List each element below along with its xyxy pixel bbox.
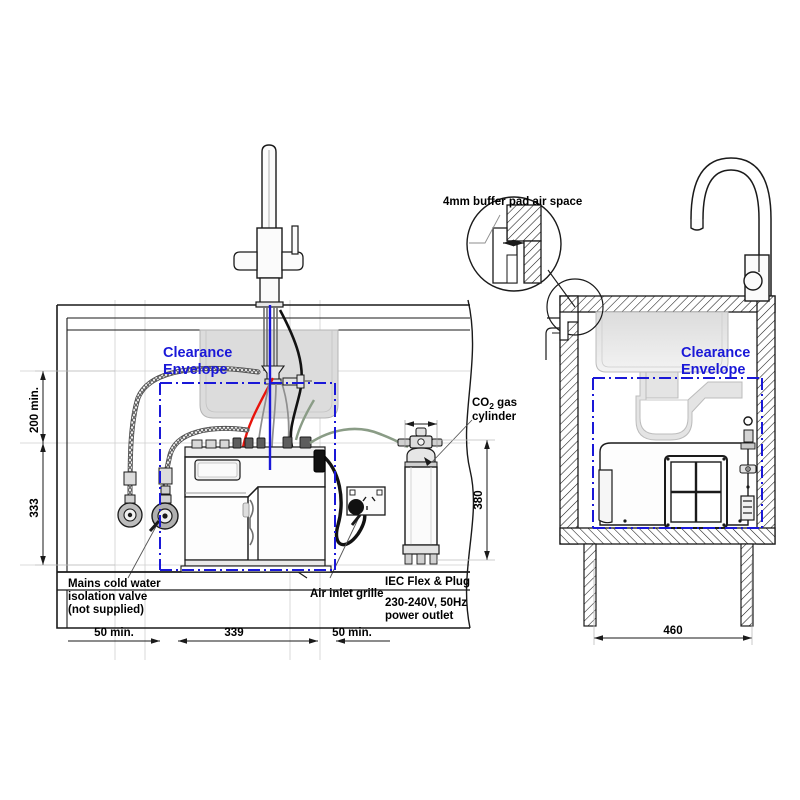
co2-hose <box>309 427 409 449</box>
power-outlet-label-line1: 230-240V, 50Hz <box>385 597 467 609</box>
plinth-left <box>583 543 597 627</box>
dim-label-200min: 200 min. <box>29 387 41 433</box>
co2-cylinder-label: CO2 gas cylinder <box>472 397 517 423</box>
iec-plug <box>313 449 326 473</box>
buffer-pad-label: 4mm buffer pad air space <box>443 196 582 208</box>
benchtop-slab <box>559 295 776 313</box>
svg-text:CO2 gas: CO2 gas <box>472 397 517 411</box>
bench-rebate-notch <box>559 311 579 341</box>
co2-label-tail: gas <box>494 397 517 409</box>
tap-side-view <box>690 157 772 302</box>
mains-valve-label-line2: isolation valve <box>68 591 147 603</box>
leader-arrow-iec <box>350 514 362 526</box>
isolation-valve-cold[interactable] <box>151 494 179 530</box>
dim-cylinder-380 <box>437 439 495 561</box>
iec-flex-plug-label: IEC Flex & Plug <box>385 576 470 588</box>
dim-vertical-200 <box>35 370 115 443</box>
door-handle <box>249 499 254 546</box>
clearance-envelope-label-side-line1: Clearance <box>681 345 750 361</box>
clearance-envelope-front <box>159 382 336 571</box>
co2-label-subscript: 2 <box>489 401 494 411</box>
appliance-side <box>598 416 757 529</box>
appliance-unit <box>184 436 326 572</box>
black-hose-tap <box>278 309 304 448</box>
air-inlet-grille-label: Air inlet grille <box>310 588 384 600</box>
top-fittings <box>232 436 312 449</box>
dim-vertical-333 <box>35 443 115 566</box>
leader-co2 <box>431 419 473 463</box>
top-ports <box>191 439 230 449</box>
break-line <box>465 299 475 629</box>
dim-side-460 <box>593 560 753 645</box>
inline-valve-tee <box>282 374 312 389</box>
dim-label-50min-right: 50 min. <box>332 627 372 639</box>
hose-coupling <box>123 467 173 495</box>
dim-label-460: 460 <box>663 625 682 637</box>
dim-label-333: 333 <box>29 498 41 517</box>
dim-label-50min-left: 50 min. <box>94 627 134 639</box>
cabinet-base <box>559 527 776 545</box>
clearance-envelope-label-front-line1: Clearance <box>163 345 232 361</box>
co2-label-main: CO <box>472 397 489 409</box>
co2-cylinder <box>397 419 473 565</box>
power-outlet-label-line2: power outlet <box>385 610 454 622</box>
mains-valve-label-line3: (not supplied) <box>68 604 144 616</box>
leader-arrow-mains <box>148 519 161 533</box>
front-view: Clearance Envelope Mains cold water isol… <box>20 144 517 660</box>
tap-assembly <box>233 144 304 308</box>
tap-tube-bundle <box>263 307 278 371</box>
plinth-right <box>740 543 754 627</box>
power-outlet-socket[interactable] <box>346 486 386 516</box>
sink-bowl-section <box>595 311 729 373</box>
dim-label-380: 380 <box>473 490 485 509</box>
cylinder-foot <box>404 553 438 565</box>
cabinet-right-wall <box>756 295 776 545</box>
co2-label-line2: cylinder <box>472 411 517 423</box>
waste-trap <box>635 371 743 441</box>
isolation-valve-hot <box>117 494 143 528</box>
mains-valve-label-line1: Mains cold water <box>68 578 161 590</box>
clearance-envelope-label-front-line2: Envelope <box>163 362 227 378</box>
co2-hose-upper <box>294 399 316 441</box>
leader-mains-valve <box>127 520 160 579</box>
clearance-envelope-side <box>592 377 763 529</box>
clearance-envelope-label-side-line2: Envelope <box>681 362 745 378</box>
dim-label-339: 339 <box>224 627 243 639</box>
braided-hose-1-weave <box>128 366 260 499</box>
detail-callout-buffer-pad <box>466 196 576 308</box>
tap-manifold-fitting <box>260 365 286 385</box>
side-view: Clearance Envelope 4mm buffer pad air sp… <box>443 157 776 645</box>
leader-arrow-co2 <box>424 457 432 466</box>
